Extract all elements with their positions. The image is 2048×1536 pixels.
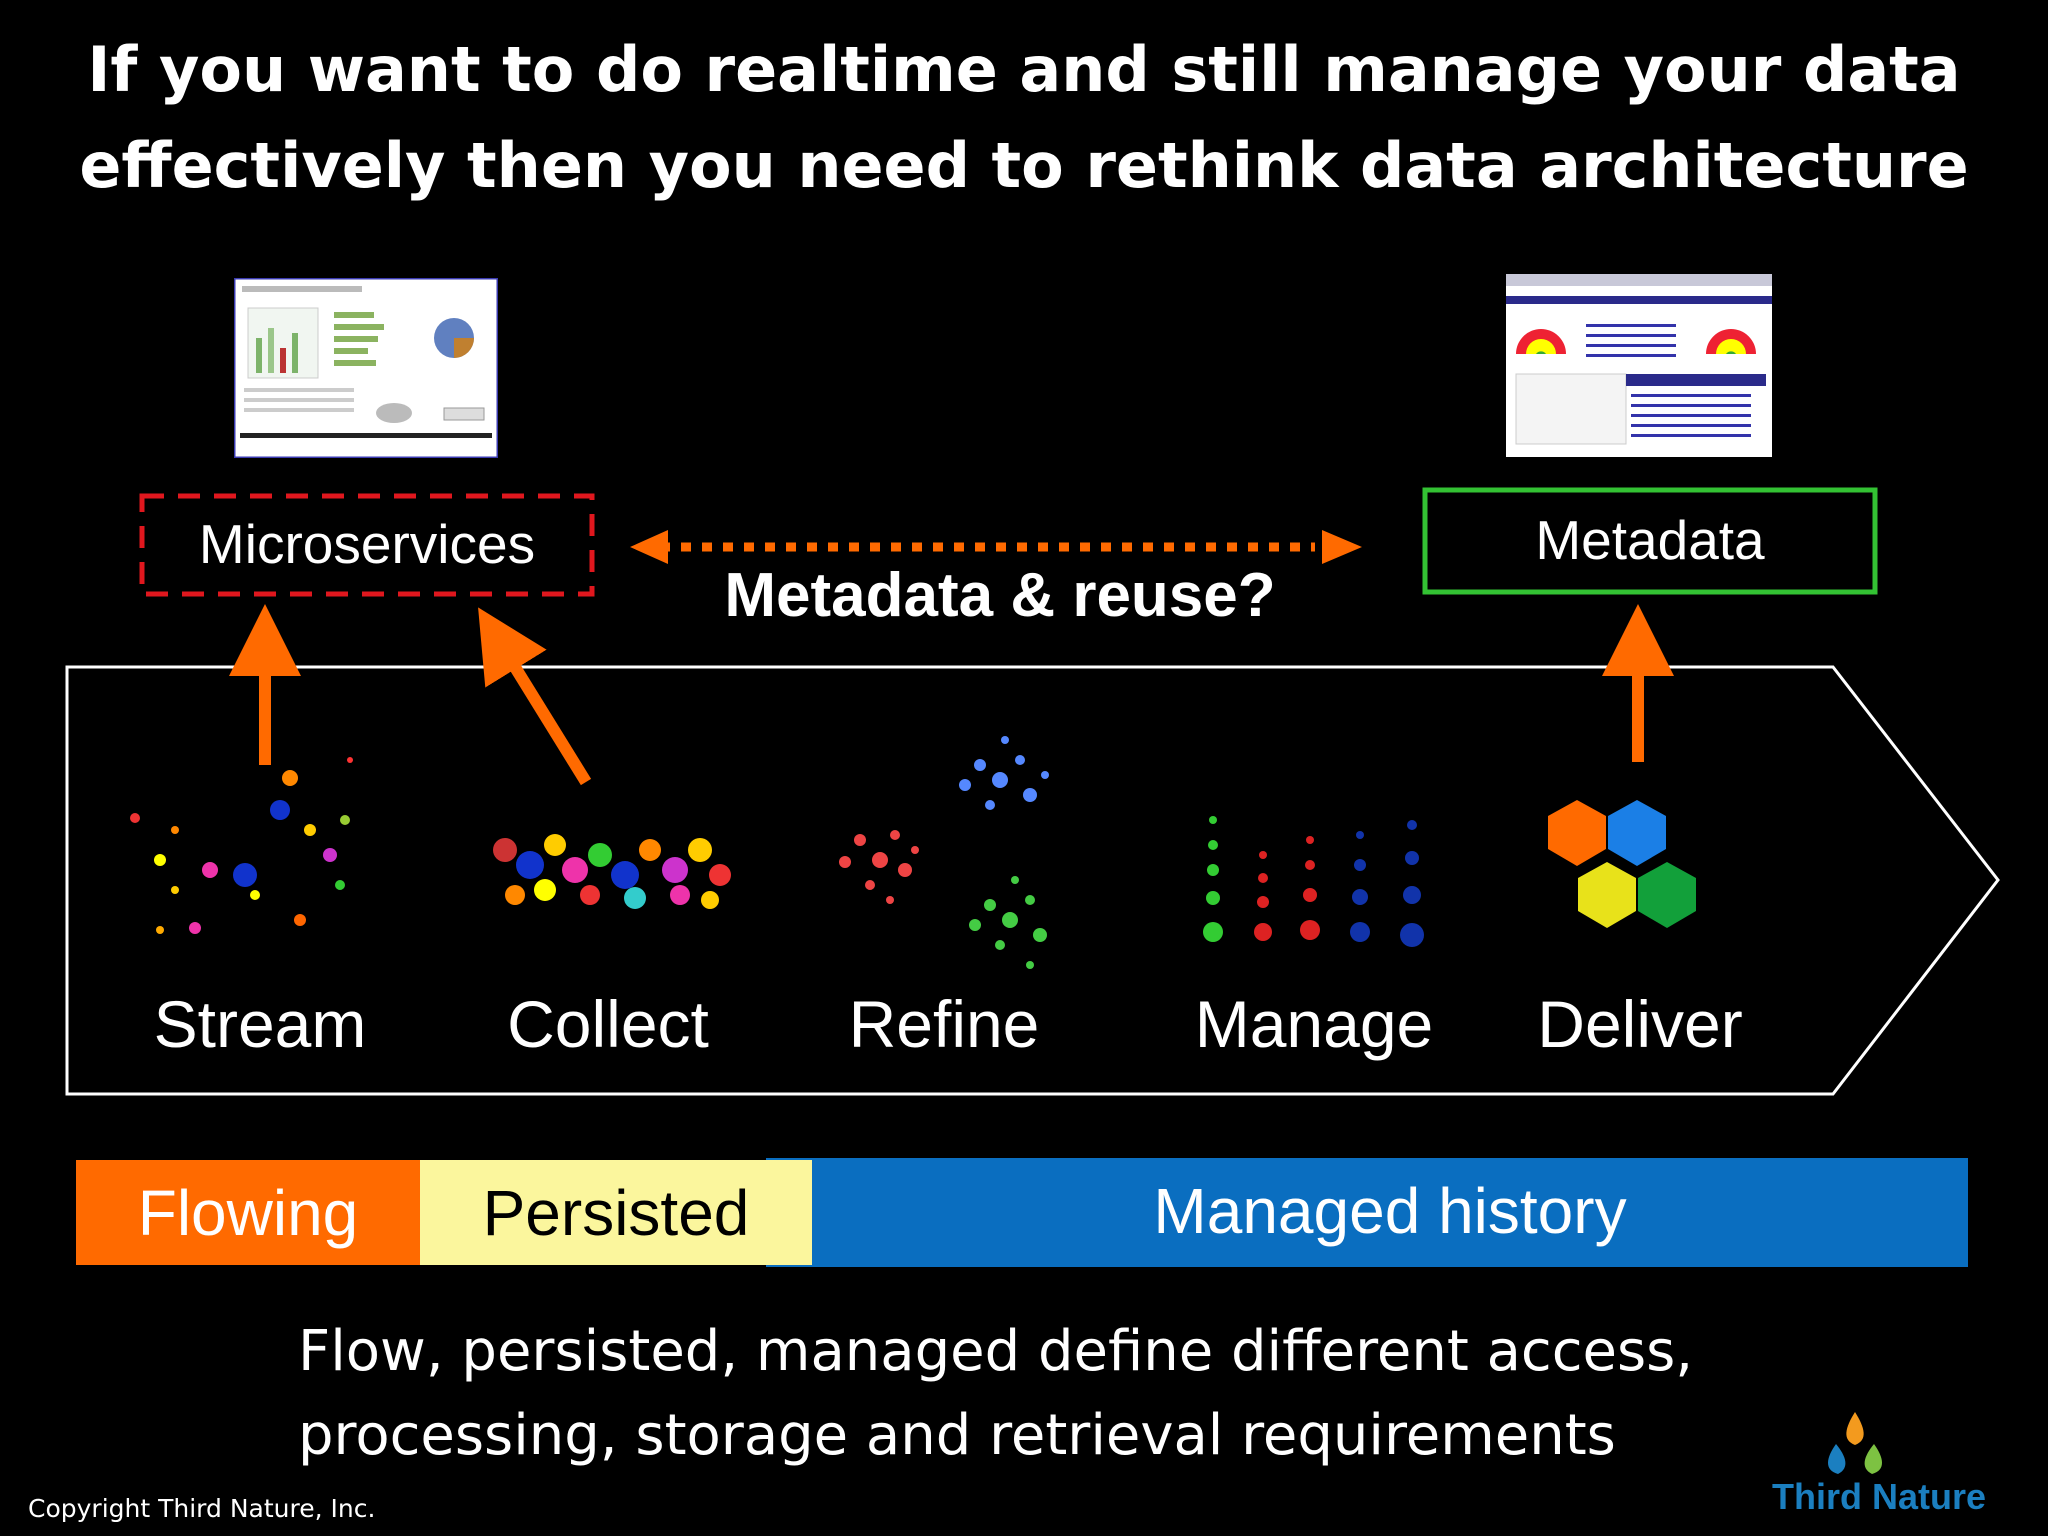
stage-stream-label: Stream — [153, 987, 367, 1061]
metadata-box: Metadata — [1535, 509, 1765, 571]
title-line-1: If you want to do realtime and still man… — [87, 33, 1961, 106]
manage-columns-icon — [1203, 816, 1424, 947]
stage-deliver-label: Deliver — [1537, 987, 1743, 1061]
managed-history-bar-label: Managed history — [1153, 1174, 1627, 1247]
persisted-bar-label: Persisted — [482, 1176, 750, 1249]
third-nature-logo-icon — [1828, 1412, 1882, 1474]
summary-text: Flow, persisted, managed define differen… — [298, 1310, 1693, 1478]
slide-title: If you want to do realtime and still man… — [0, 22, 2048, 214]
collect-dots-icon — [493, 834, 731, 909]
metadata-box-outline — [1422, 487, 1878, 595]
persisted-bar-overlap — [766, 1160, 812, 1265]
refine-clusters-icon — [839, 736, 1049, 969]
copyright-text: Copyright Third Nature, Inc. — [28, 1494, 376, 1523]
summary-line-2: processing, storage and retrieval requir… — [298, 1403, 1616, 1468]
dashboard-screenshot-image — [234, 278, 498, 458]
stream-dots-icon — [130, 757, 353, 934]
persisted-bar-fill — [420, 1160, 812, 1265]
flowing-bar-fill — [76, 1160, 420, 1265]
deliver-hexagons-icon — [1548, 800, 1696, 928]
microservices-box: Microservices — [198, 513, 536, 575]
microservices-box-outline — [139, 493, 595, 597]
metadata-reuse-label: Metadata & reuse? — [724, 561, 1276, 630]
managed-bar-fill — [766, 1158, 1968, 1267]
reuse-arrowhead-right — [1322, 530, 1362, 564]
process-arrow-outline — [65, 665, 2000, 1096]
stage-collect-label: Collect — [507, 987, 709, 1061]
collect-to-microservices-arrow — [478, 607, 592, 786]
report-screenshot-image — [1506, 274, 1772, 457]
summary-line-1: Flow, persisted, managed define differen… — [298, 1319, 1694, 1384]
stage-manage-label: Manage — [1194, 987, 1434, 1061]
third-nature-logo-text: Third Nature — [1772, 1476, 1987, 1517]
stage-refine-label: Refine — [848, 987, 1040, 1061]
reuse-arrowhead-left — [630, 530, 668, 564]
title-line-2: effectively then you need to rethink dat… — [79, 129, 1969, 202]
flowing-bar-label: Flowing — [137, 1176, 359, 1249]
